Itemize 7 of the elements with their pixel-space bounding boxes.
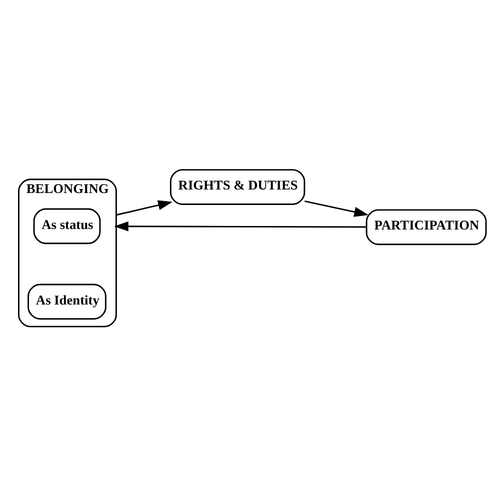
arrow	[304, 200, 369, 217]
node-box: PARTICIPATION	[366, 209, 487, 246]
node-box: RIGHTS & DUTIES	[170, 169, 306, 205]
node-box: As Identity	[28, 284, 106, 320]
node-box: As status	[33, 208, 101, 244]
arrow	[114, 221, 367, 232]
arrow	[116, 200, 172, 216]
